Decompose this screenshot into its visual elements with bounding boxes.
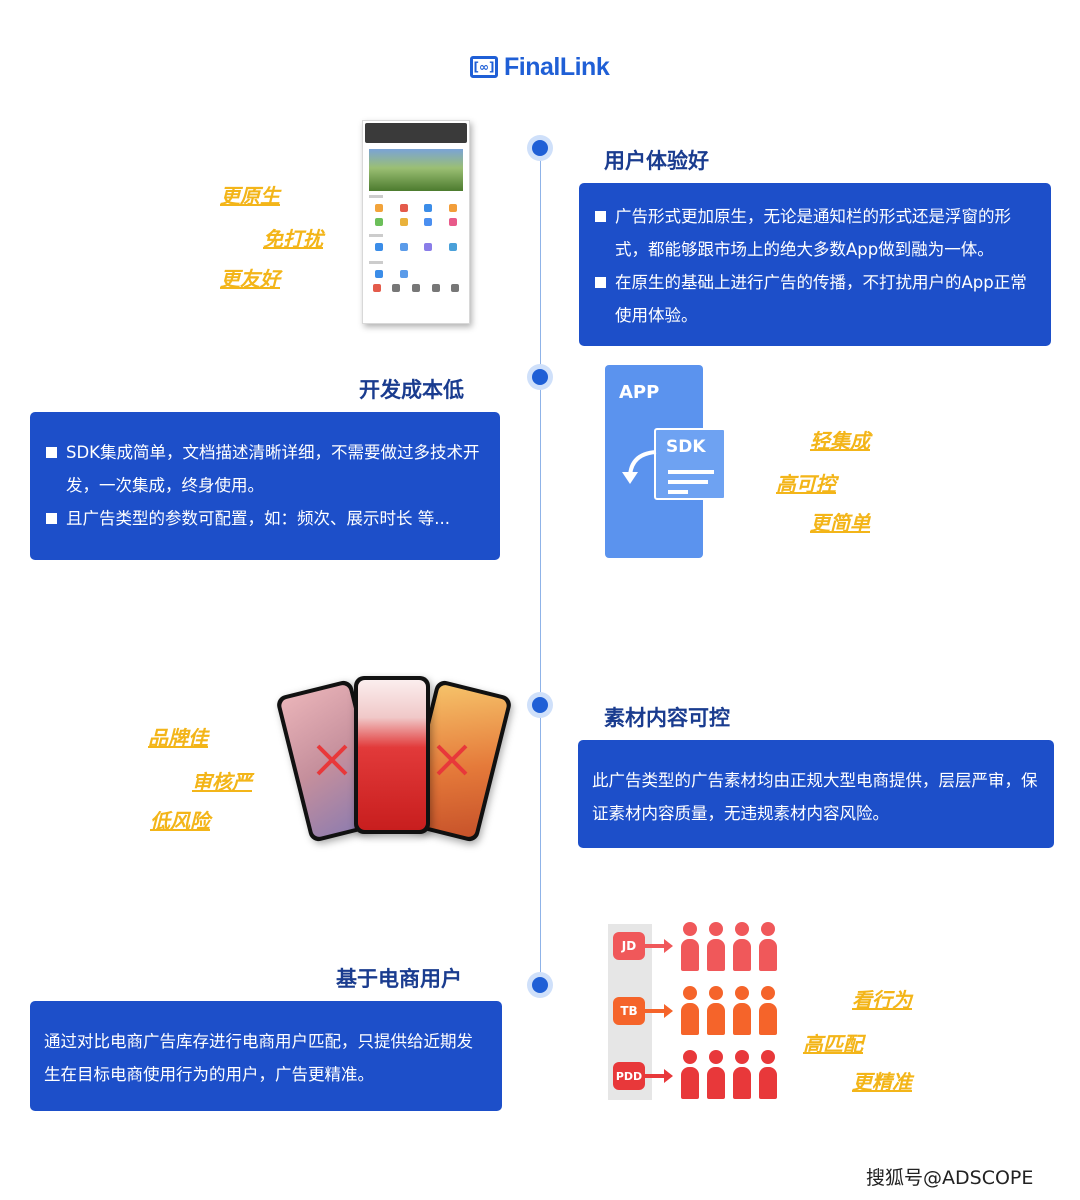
person-icon	[681, 922, 699, 972]
bullet-item: 在原生的基础上进行广告的传播，不打扰用户的App正常使用体验。	[593, 266, 1037, 332]
logo-text: FinalLink	[504, 52, 610, 81]
tag: 更原生	[220, 184, 280, 208]
info-box: 广告形式更加原生，无论是通知栏的形式还是浮窗的形式，都能够跟市场上的绝大多数Ap…	[579, 183, 1051, 346]
person-icon	[707, 1050, 725, 1100]
app-label: APP	[619, 382, 660, 403]
tag: 轻集成	[810, 429, 870, 453]
tag: 看行为	[852, 988, 912, 1012]
tag: 更精准	[852, 1070, 912, 1094]
info-box: 此广告类型的广告素材均由正规大型电商提供，层层严审，保证素材内容质量，无违规素材…	[578, 740, 1054, 848]
timeline-line	[540, 148, 541, 988]
person-icon	[759, 986, 777, 1036]
arrow-right-icon	[644, 1069, 673, 1083]
box-text: 此广告类型的广告素材均由正规大型电商提供，层层严审，保证素材内容质量，无违规素材…	[592, 771, 1038, 823]
phone-mockup	[354, 676, 430, 834]
cross-icon	[436, 744, 468, 776]
timeline-dot	[527, 364, 553, 390]
section-title: 素材内容可控	[604, 706, 730, 730]
person-icon	[681, 986, 699, 1036]
person-icon	[733, 922, 751, 972]
brand-badge-tb: TB	[613, 997, 645, 1025]
brand-badge-pdd: PDD	[613, 1062, 645, 1090]
section-title: 基于电商用户	[336, 967, 462, 991]
tag: 更简单	[810, 511, 870, 535]
phone-screenshot	[362, 120, 470, 324]
sdk-arrow-icon	[622, 450, 714, 494]
watermark: 搜狐号@ADSCOPE	[866, 1167, 1034, 1189]
person-icon	[707, 922, 725, 972]
tag: 更友好	[220, 267, 280, 291]
brand-badge-jd: JD	[613, 932, 645, 960]
tag: 品牌佳	[148, 726, 208, 750]
info-box: 通过对比电商广告库存进行电商用户匹配，只提供给近期发生在目标电商使用行为的用户，…	[30, 1001, 502, 1111]
section-title: 用户体验好	[604, 149, 709, 173]
logo-mark-icon: [∞]	[470, 56, 498, 78]
tag: 审核严	[192, 770, 252, 794]
brand-logo: [∞] FinalLink	[470, 50, 610, 84]
bullet-item: 且广告类型的参数可配置，如：频次、展示时长 等...	[44, 502, 486, 535]
timeline-dot	[527, 135, 553, 161]
tag: 高可控	[776, 472, 836, 496]
timeline-dot	[527, 972, 553, 998]
person-icon	[759, 922, 777, 972]
person-icon	[681, 1050, 699, 1100]
arrow-right-icon	[644, 1004, 673, 1018]
sdk-block	[654, 428, 726, 500]
tag: 低风险	[150, 809, 210, 833]
sdk-label: SDK	[666, 437, 706, 457]
box-text: 通过对比电商广告库存进行电商用户匹配，只提供给近期发生在目标电商使用行为的用户，…	[44, 1032, 473, 1084]
people-row	[681, 1050, 777, 1100]
person-icon	[707, 986, 725, 1036]
info-box: SDK集成简单，文档描述清晰详细，不需要做过多技术开发，一次集成，终身使用。 且…	[30, 412, 500, 560]
timeline-dot	[527, 692, 553, 718]
person-icon	[733, 986, 751, 1036]
people-row	[681, 986, 777, 1036]
section-title: 开发成本低	[359, 378, 464, 402]
tag: 免打扰	[263, 227, 323, 251]
tag: 高匹配	[803, 1032, 863, 1056]
arrow-right-icon	[644, 939, 673, 953]
people-row	[681, 922, 777, 972]
cross-icon	[316, 744, 348, 776]
person-icon	[759, 1050, 777, 1100]
bullet-item: SDK集成简单，文档描述清晰详细，不需要做过多技术开发，一次集成，终身使用。	[44, 436, 486, 502]
bullet-item: 广告形式更加原生，无论是通知栏的形式还是浮窗的形式，都能够跟市场上的绝大多数Ap…	[593, 200, 1037, 266]
person-icon	[733, 1050, 751, 1100]
